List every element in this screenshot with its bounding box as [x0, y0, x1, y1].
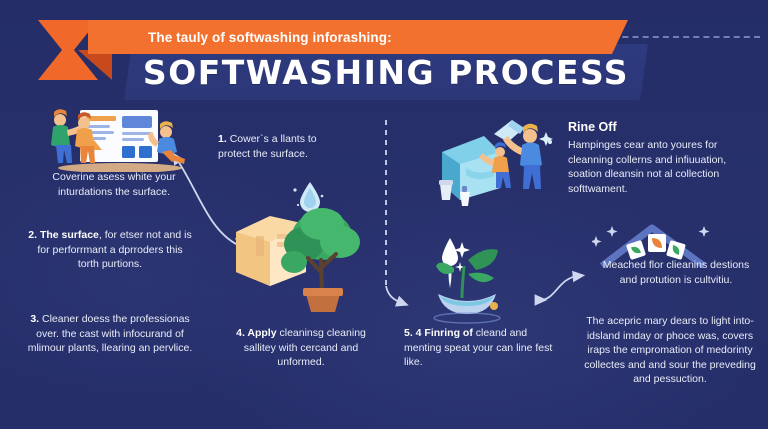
ribbon-subtitle-label: The tauly of softwashing inforashing: — [148, 29, 392, 45]
center-step-4-block: 4. Apply cleaninsg cleaning sallitey wit… — [222, 326, 380, 370]
left-caption-text: Coverine asess white your inturdations t… — [52, 171, 176, 198]
right-rinse-block: Rine Off Hampinges cear anto youres for … — [568, 120, 760, 196]
dashed-arrow-elbow — [385, 285, 409, 307]
plant-in-bowl-illustration — [433, 238, 501, 324]
right-bottom-text: The acepric mary dears to light into-ids… — [584, 315, 756, 385]
cardboard-box-tree-illustration — [236, 182, 360, 312]
double-headed-arrow-icon — [534, 270, 586, 306]
leaves-chevron-illustration — [592, 224, 710, 268]
center-step-1-block: 1. Cower`s a llants to protect the surfa… — [218, 132, 350, 161]
center-step-5-bold: 5. 4 Finring of — [404, 327, 473, 339]
left-step-3-block: 3. Cleaner doess the professionas over. … — [20, 312, 200, 356]
page-title: SOFTWASHING PROCESS — [142, 52, 630, 92]
workers-whiteboard-illustration — [51, 109, 185, 172]
center-step-4-rest: cleaninsg cleaning sallitey with cercand… — [243, 327, 366, 368]
right-rinse-text: Hampinges cear anto youres for cleanning… — [568, 139, 727, 195]
ribbon-body-shape: The tauly of softwashing inforashing: — [88, 20, 628, 54]
center-step-1-text: Cower`s a llants to protect the surface. — [218, 133, 317, 160]
left-step-3-text: Cleaner doess the professionas over. the… — [27, 313, 193, 354]
left-step-2-rest: , for etser not and is for perforrmant a… — [37, 229, 192, 270]
right-rinse-heading: Rine Off — [568, 120, 617, 134]
left-step-2-block: 2. The surface, for etser not and is for… — [26, 228, 194, 272]
left-step-2-bold: 2. The surface — [28, 229, 99, 241]
center-step-5-block: 5. 4 Finring of cleand and menting speat… — [404, 326, 554, 370]
covered-tarp-workers-illustration — [439, 120, 553, 206]
right-middle-text: Meached flor clieanins destions and prot… — [602, 259, 750, 286]
left-step-3-number: 3. — [30, 313, 40, 325]
water-droplet-icon — [293, 182, 324, 212]
center-step-1-number: 1. — [218, 133, 227, 145]
center-step-4-bold: 4. Apply — [236, 327, 277, 339]
center-step-5-rest: cleand and menting speat your can line f… — [404, 327, 553, 368]
